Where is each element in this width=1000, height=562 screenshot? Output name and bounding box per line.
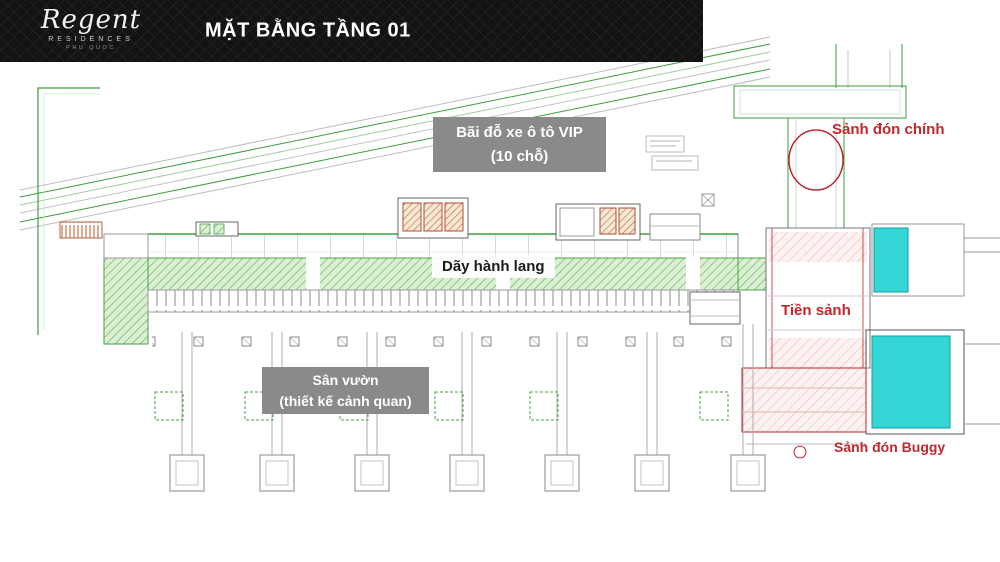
garden-label: Sân vườn (thiết kế cảnh quan) [262, 367, 429, 414]
corridor-label: Dãy hành lang [432, 255, 555, 278]
landscape-plots [154, 391, 729, 421]
road-lines [19, 36, 771, 231]
front-hall-block [765, 227, 871, 369]
small-note-block [645, 135, 699, 171]
title-bar: Regent RESIDENCES PHU QUOC MẶT BẰNG TẦNG… [0, 0, 703, 62]
annex-block [649, 193, 715, 241]
left-garden-block [103, 257, 149, 345]
corridor-connector [737, 257, 767, 291]
water-feature-bottom [865, 329, 1000, 435]
logo-name: Regent [40, 5, 142, 35]
arrival-pavilion [689, 291, 741, 325]
page-title: MẶT BẰNG TẦNG 01 [205, 19, 411, 42]
entrance-drive [733, 44, 907, 228]
lift-core-mid [397, 197, 469, 239]
vip-parking-label: Bãi đỗ xe ô tô VIP (10 chỗ) [433, 117, 606, 172]
buggy-dropoff [741, 367, 867, 459]
left-parking-strip [59, 221, 103, 239]
main-lobby-label: Sảnh đón chính [832, 121, 945, 138]
front-hall-label: Tiền sảnh [781, 302, 851, 319]
regent-logo: Regent RESIDENCES PHU QUOC [26, 7, 156, 51]
site-boundary [37, 87, 100, 335]
villa-pads [169, 454, 766, 492]
dropoff-circle [788, 129, 844, 191]
garden-line1: Sân vườn [312, 371, 379, 388]
column-row [147, 289, 739, 313]
logo-residences: RESIDENCES [48, 36, 134, 43]
garden-line2: (thiết kế cảnh quan) [279, 392, 412, 409]
main-building-strip [103, 233, 739, 348]
logo-location: PHU QUOC [66, 45, 116, 51]
vip-parking-line2: (10 chỗ) [490, 147, 549, 165]
vip-parking-line1: Bãi đỗ xe ô tô VIP [456, 124, 583, 142]
buggy-lobby-label: Sảnh đón Buggy [834, 439, 946, 455]
water-feature-top [871, 223, 1000, 297]
stair-core-left [195, 221, 239, 237]
lift-core-right [555, 203, 641, 241]
footing-row [152, 336, 738, 348]
